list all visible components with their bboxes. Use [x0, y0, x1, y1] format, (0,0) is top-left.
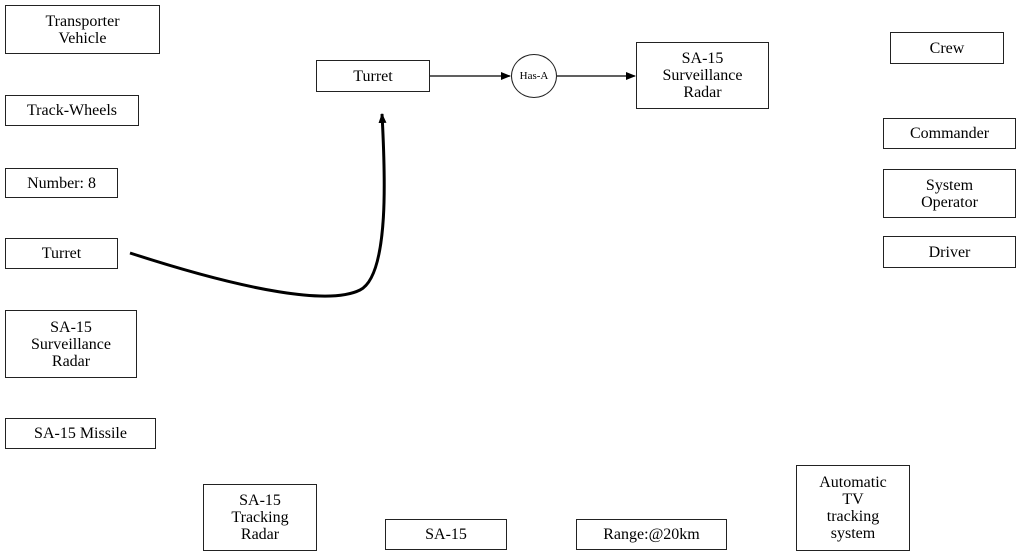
node-track-wheels: Track-Wheels	[5, 95, 139, 126]
node-sa15: SA-15	[385, 519, 507, 550]
node-commander: Commander	[883, 118, 1016, 149]
node-sa15-tracking-radar: SA-15 Tracking Radar	[203, 484, 317, 551]
node-system-operator: System Operator	[883, 169, 1016, 218]
node-number: Number: 8	[5, 168, 118, 198]
node-sa15-missile: SA-15 Missile	[5, 418, 156, 449]
node-driver: Driver	[883, 236, 1016, 268]
has-a-relation: Has-A	[511, 54, 557, 98]
node-transporter-vehicle: Transporter Vehicle	[5, 5, 160, 54]
node-range: Range:@20km	[576, 519, 727, 550]
node-automatic-tv-tracking-system: Automatic TV tracking system	[796, 465, 910, 551]
node-crew: Crew	[890, 32, 1004, 64]
node-turret-left: Turret	[5, 238, 118, 269]
node-turret-top: Turret	[316, 60, 430, 92]
edge-turret-left-to-turret-top	[129, 113, 387, 298]
node-sa15-surveillance-radar-left: SA-15 Surveillance Radar	[5, 310, 137, 378]
node-sa15-surveillance-radar-top: SA-15 Surveillance Radar	[636, 42, 769, 109]
